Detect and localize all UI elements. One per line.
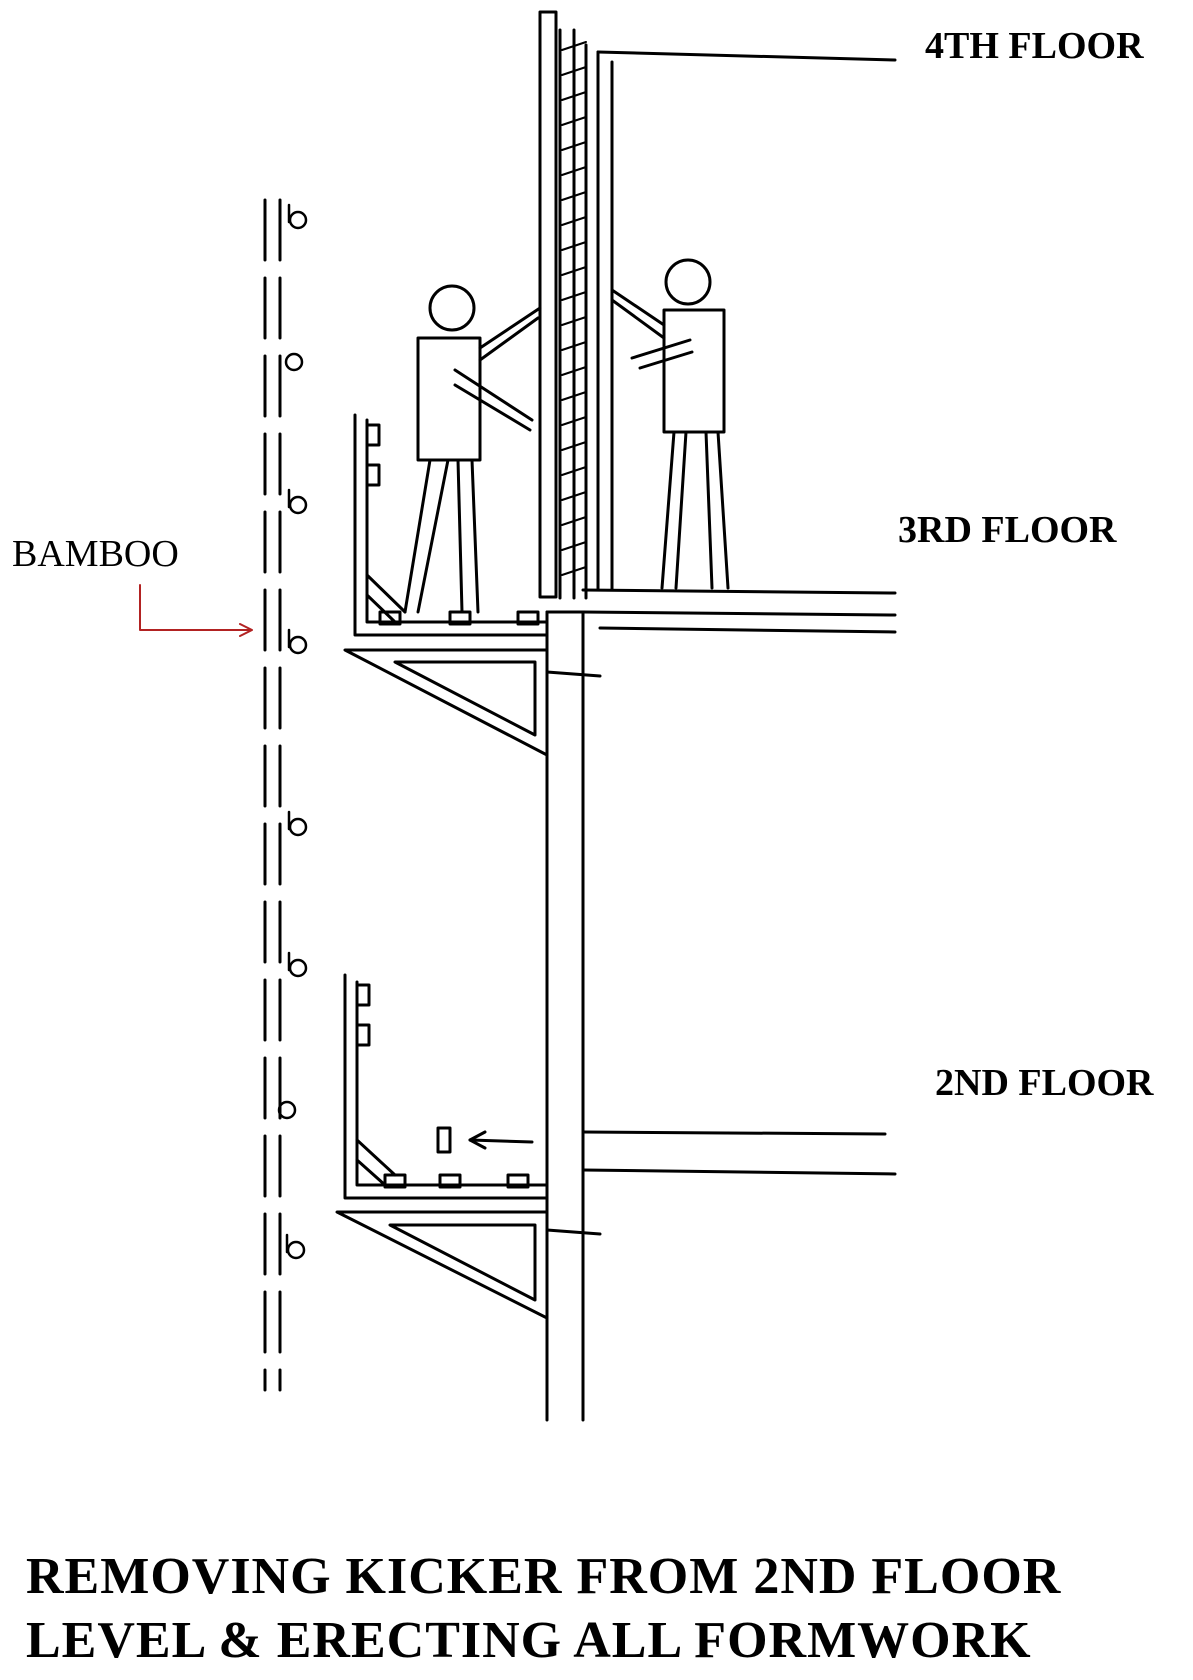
bamboo-scaffold xyxy=(263,198,308,1392)
lower-bracket-platform xyxy=(335,973,602,1320)
third-floor-slab xyxy=(545,588,897,634)
third-floor-label: 3RD FLOOR xyxy=(898,509,1117,551)
worker-left xyxy=(403,284,542,614)
fourth-floor-slab xyxy=(596,50,897,592)
caption-line-2: LEVEL & ERECTING ALL FORMWORK xyxy=(26,1612,1032,1669)
building-wall xyxy=(545,610,585,1422)
kicker-removal xyxy=(436,1126,534,1154)
bamboo-clamp-icons xyxy=(277,203,308,1260)
bamboo-label: BAMBOO xyxy=(12,533,179,575)
second-floor-slab xyxy=(581,1130,897,1176)
caption-line-1: REMOVING KICKER FROM 2ND FLOOR xyxy=(26,1548,1062,1605)
upper-bracket-platform xyxy=(343,413,602,757)
bamboo-pointer-arrow xyxy=(139,584,253,637)
arrow-left-icon xyxy=(468,1130,487,1150)
diagram-caption: REMOVING KICKER FROM 2ND FLOOR LEVEL & E… xyxy=(26,1545,1176,1673)
wall-formwork-panel xyxy=(538,10,588,600)
worker-right xyxy=(610,258,730,590)
second-floor-label: 2ND FLOOR xyxy=(935,1062,1154,1104)
kicker-block xyxy=(436,1126,452,1154)
fourth-floor-label: 4TH FLOOR xyxy=(925,25,1144,67)
